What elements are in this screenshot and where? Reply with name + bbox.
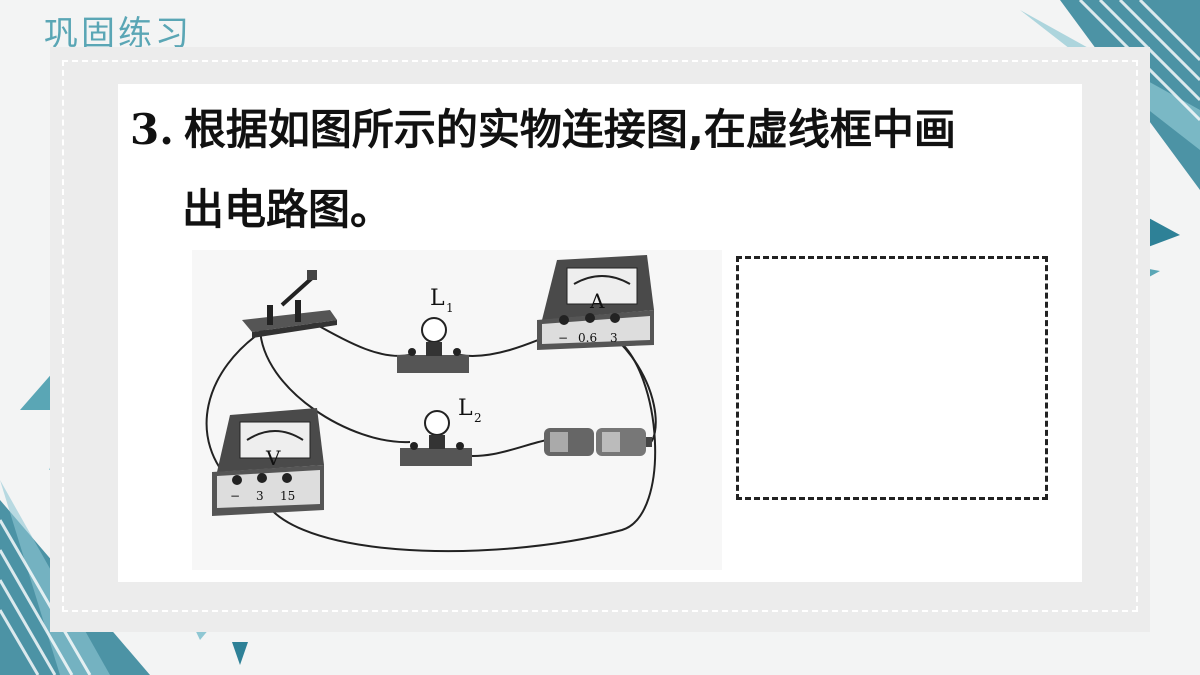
knife-switch <box>242 270 337 338</box>
circuit-figure: L 1 L 2 A − 0.6 3 <box>192 250 722 570</box>
ammeter: A − 0.6 3 <box>537 255 654 350</box>
voltmeter-terminal-negative: − <box>230 489 240 503</box>
voltmeter-terminal-3: 3 <box>256 489 264 503</box>
bulb-l1-label: L <box>430 286 445 311</box>
ammeter-terminal-0-6: 0.6 <box>578 331 597 345</box>
content-frame-dashed-border <box>62 60 1138 612</box>
bulb-l1-subscript: 1 <box>446 301 454 315</box>
wire-voltmeter-to-ammeter <box>259 337 657 553</box>
bulb-l2-subscript: 2 <box>474 411 482 425</box>
voltmeter-terminal-15: 15 <box>280 489 295 503</box>
ammeter-terminal-negative: − <box>558 331 568 345</box>
answer-dashed-box[interactable] <box>736 256 1048 500</box>
question-line-2: 出电路图。 <box>182 185 393 234</box>
bulb-l2: L 2 <box>400 396 482 466</box>
question-number: 3. <box>130 105 174 154</box>
ammeter-symbol: A <box>589 289 605 313</box>
ammeter-terminal-3: 3 <box>610 331 618 345</box>
bulb-l1: L 1 <box>397 286 469 373</box>
question-text: 3.根据如图所示的实物连接图,在虚线框中画 出电路图。 <box>130 90 1070 250</box>
voltmeter: V − 3 15 <box>212 408 324 516</box>
question-line-1: 根据如图所示的实物连接图,在虚线框中画 <box>183 105 956 154</box>
bulb-l2-label: L <box>458 396 473 421</box>
voltmeter-symbol: V <box>265 446 281 470</box>
battery-pack <box>544 428 652 456</box>
